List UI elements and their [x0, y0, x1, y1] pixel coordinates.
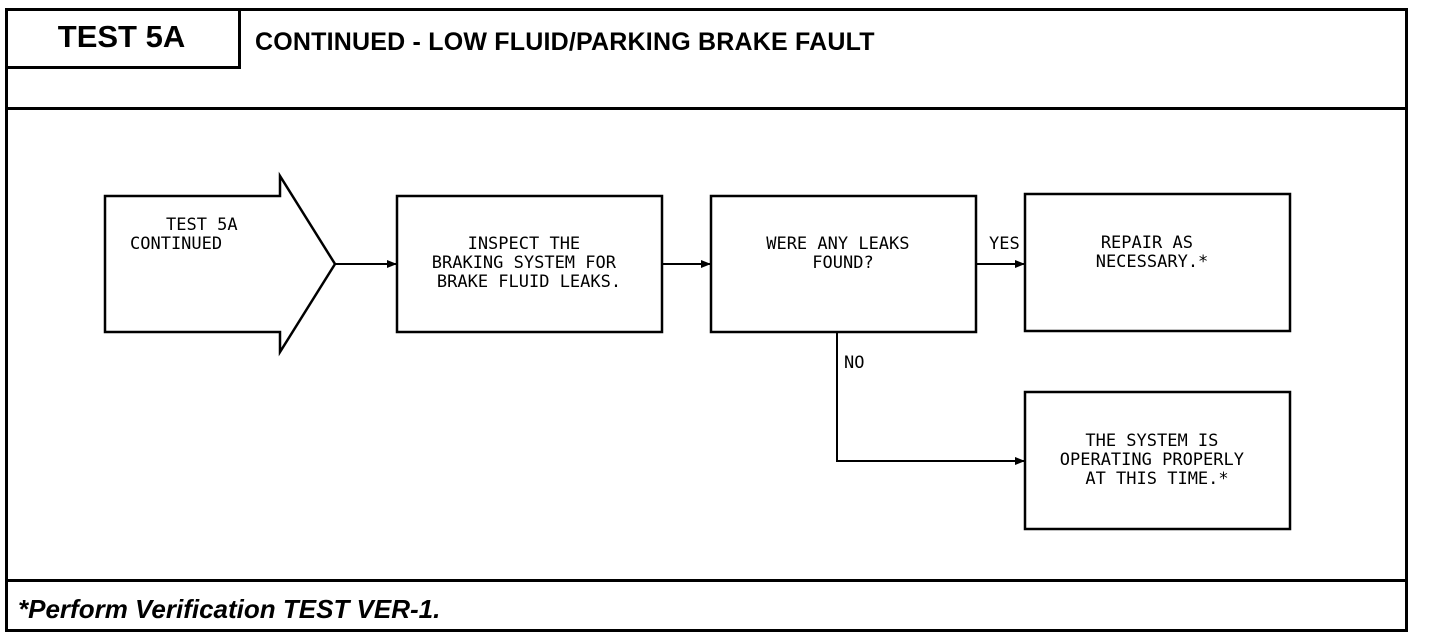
- start-arrow-shape: [103, 171, 337, 357]
- page-title: CONTINUED - LOW FLUID/PARKING BRAKE FAUL…: [255, 28, 875, 56]
- header-divider: [5, 107, 1408, 110]
- inspect-text: INSPECT THE BRAKING SYSTEM FOR BRAKE FLU…: [432, 234, 626, 292]
- inspect-line-1: INSPECT THE: [468, 234, 581, 254]
- page-frame: [5, 8, 1408, 632]
- decision-line-2: FOUND?: [812, 253, 873, 273]
- no-label: NO: [844, 353, 864, 373]
- start-line-1: TEST 5A: [166, 215, 238, 235]
- decision-line-1: WERE ANY LEAKS: [766, 234, 909, 254]
- system-ok-line-2: OPERATING PROPERLY: [1060, 450, 1244, 470]
- footer-divider: [5, 579, 1408, 582]
- repair-box: [1023, 192, 1292, 333]
- start-line-2: CONTINUED: [130, 234, 222, 254]
- repair-text: REPAIR AS NECESSARY.*: [1096, 233, 1209, 272]
- system-ok-text: THE SYSTEM IS OPERATING PROPERLY AT THIS…: [1060, 431, 1254, 489]
- repair-line-1: REPAIR AS: [1101, 233, 1193, 253]
- connector-no: [836, 332, 1025, 465]
- test-label: TEST 5A: [5, 8, 241, 69]
- system-ok-line-1: THE SYSTEM IS: [1085, 431, 1218, 451]
- start-text: TEST 5A CONTINUED: [130, 215, 248, 254]
- inspect-line-3: BRAKE FLUID LEAKS.: [437, 272, 621, 292]
- system-ok-line-3: AT THIS TIME.*: [1085, 469, 1228, 489]
- yes-label: YES: [989, 234, 1020, 254]
- repair-line-2: NECESSARY.*: [1096, 252, 1209, 272]
- inspect-line-2: BRAKING SYSTEM FOR: [432, 253, 617, 273]
- system-ok-box: [1023, 390, 1292, 531]
- footer-note: *Perform Verification TEST VER-1.: [18, 594, 441, 624]
- decision-text: WERE ANY LEAKS FOUND?: [766, 234, 920, 273]
